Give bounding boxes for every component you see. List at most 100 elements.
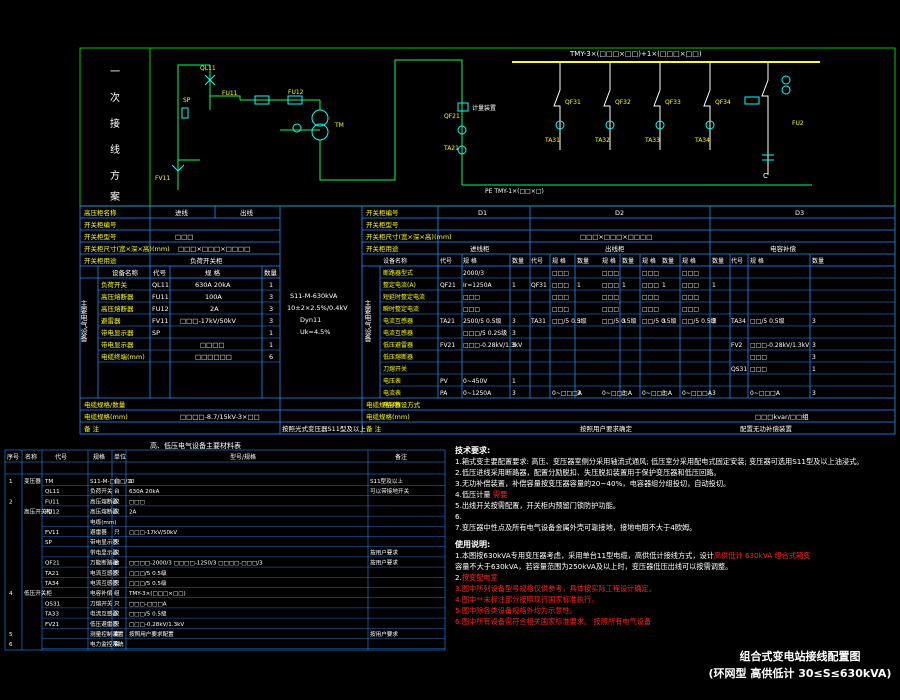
meter-box bbox=[457, 102, 469, 112]
bt-cell-9-3: 电流互感器 bbox=[90, 569, 118, 577]
lv-cell-10-6: 3 bbox=[577, 390, 581, 397]
bt-cell-8-2: QF21 bbox=[45, 561, 60, 567]
bt-head-1: 名称 bbox=[25, 453, 37, 461]
lv-subhead-3: 数量 bbox=[512, 257, 524, 265]
bt-cell-8-5: □□□□-2000/3 □□□□-1250/3 □□□□-□□□/3 bbox=[129, 561, 263, 567]
hv-equip-h0: 设备名称 bbox=[112, 268, 139, 277]
lv-cell-6-0: 低压避雷器 bbox=[383, 341, 413, 349]
lv-side-label: 主要电气设备 bbox=[364, 299, 372, 343]
fu12-label: FU12 bbox=[288, 89, 304, 96]
bt-head-4: 单位 bbox=[114, 453, 126, 461]
red-snippet-3: 按变配电室 bbox=[461, 573, 498, 582]
c-label: C bbox=[763, 172, 768, 180]
bottom-table-grid bbox=[4, 449, 446, 651]
usage-title: 使用说明: bbox=[455, 540, 491, 549]
ta31-label: TA31 bbox=[544, 137, 560, 144]
red-snippet-0: 高供低计 bbox=[713, 551, 743, 560]
hv-remark-label: 备 注 bbox=[84, 424, 100, 433]
lv-cell-9-0: 电压表 bbox=[383, 377, 401, 385]
lv-cell-1-3: 1 bbox=[512, 282, 516, 289]
bt-cell-11-1: 低压开关柜 bbox=[24, 589, 52, 597]
ta34-label: TA34 bbox=[694, 137, 710, 144]
usage-line-2: 容量不大于630kVA，若容量范围为250kVA及以上时，变压器低压出线可以按需… bbox=[455, 562, 733, 571]
lv-cell-2-11: □□□ bbox=[682, 294, 699, 301]
bt-head-5: 型号/规格 bbox=[230, 453, 256, 461]
lv-cable-row-label: 电缆规格(mm) bbox=[366, 412, 410, 421]
lv-remark-d3: 配置无功补偿装置 bbox=[740, 424, 793, 433]
lv-subhead-5: 规 格 bbox=[552, 257, 566, 265]
lv-cell-10-8: 3 bbox=[622, 390, 626, 397]
hv-table: 高压柜名称 进线 出线 开关柜编号 开关柜型号 □□□ 开关柜尺寸(宽×深×高)… bbox=[80, 208, 366, 433]
tm-spec-1: S11-M-630kVA bbox=[290, 292, 338, 300]
tm-winding-2 bbox=[311, 123, 329, 141]
hv-equip-3-code: FV11 bbox=[152, 317, 168, 325]
bottom-table-head: 序号 名称 代号 规格 单位 型号/规格 备注 bbox=[7, 453, 407, 461]
lv-cell-1-10: 1 bbox=[662, 282, 666, 289]
bt-cell-12-2: QS31 bbox=[45, 601, 61, 607]
hv-use-value: 负荷开关柜 bbox=[190, 256, 223, 265]
lv-cell-6-1: FV21 bbox=[440, 342, 455, 349]
usage-line-6: 5.图中除各类设备规格外均为示意性。 bbox=[455, 606, 577, 615]
lv-cable-row-d3: □□□kvar/□□组 bbox=[755, 412, 809, 421]
lv-cell-8-0: 刀熔开关 bbox=[383, 365, 407, 373]
bt-cell-3-4: 只 bbox=[114, 509, 120, 516]
lv-remark-label: 备 注 bbox=[366, 424, 382, 433]
red-snippet-4: 组合式箱变 bbox=[774, 551, 811, 560]
left-label-char-1: 一 bbox=[110, 67, 120, 78]
hv-equip-5-qty: 1 bbox=[269, 341, 273, 349]
fu11-label: FU11 bbox=[222, 90, 238, 97]
lv-cell-6-2: □□□-0.28kV/1.3kV bbox=[463, 342, 523, 349]
lv-labels: QF31 QF32 QF33 QF34 TA31 TA32 TA33 TA34 … bbox=[544, 99, 804, 180]
lv-cell-9-1: PV bbox=[440, 378, 449, 385]
lv-cell-4-2: 2500/5 0.5级 bbox=[463, 317, 502, 325]
bt-cell-6-4: 只 bbox=[114, 539, 120, 546]
capacitor-symbol bbox=[762, 154, 774, 161]
bt-cell-1-3: 负荷开关 bbox=[90, 487, 113, 495]
meter-label: 计量装置 bbox=[472, 104, 496, 112]
lv-cell-1-1: QF21 bbox=[440, 282, 456, 289]
bt-cell-14-5: □□□-0.28kV/1.3kV bbox=[129, 622, 184, 628]
usage-line-1: 1.本图按630kVA专用变压器考虑，采用单台11型电缆，高供低计接线方式，设计… bbox=[455, 551, 811, 560]
bt-cell-1-2: QL11 bbox=[45, 489, 60, 495]
title-block: 组合式变电站接线配置图 (环网型 高供低计 30≤S≤630kVA) bbox=[700, 648, 900, 682]
hv-equip-1-qty: 3 bbox=[269, 293, 273, 301]
lv-cell-4-8: 3 bbox=[622, 318, 626, 325]
hv-equip-5-spec: □□□□ bbox=[200, 341, 225, 349]
lv-subhead-9: 规 格 bbox=[642, 257, 656, 265]
bt-cell-10-2: TA34 bbox=[44, 581, 59, 587]
bt-cell-3-5: 2A bbox=[129, 510, 137, 516]
tm-winding-1 bbox=[311, 109, 329, 127]
lv-cell-4-4: TA31 bbox=[530, 318, 546, 325]
bt-cell-2-4: 只 bbox=[114, 498, 120, 505]
left-label-char-3: 接 bbox=[110, 117, 120, 130]
left-label-char-6: 案 bbox=[110, 190, 120, 203]
hv-equip-1-code: FU11 bbox=[152, 293, 169, 301]
tech-line-2: 2.低压进线采用断路器，配置分励脱扣、失压脱扣装置用于保护变压器和低压回路。 bbox=[455, 468, 721, 477]
qs11-label: QL11 bbox=[200, 65, 216, 72]
bt-cell-0-1: 变压器 bbox=[24, 477, 41, 485]
lv-cell-3-11: □□□ bbox=[682, 306, 699, 313]
bt-cell-0-4: 台 bbox=[114, 477, 120, 485]
lv-cell-1-0: 整定电流(A) bbox=[383, 281, 416, 289]
lv-cell-7-15: 3 bbox=[812, 354, 816, 361]
usage-line-3: 2.按变配电室 bbox=[455, 573, 498, 582]
hv-equip-6-name: 电缆终端(mm) bbox=[101, 352, 145, 361]
hv-row-size: 开关柜尺寸(宽×深×高)(mm) bbox=[84, 244, 170, 253]
bottom-table-title: 高、低压电气设备主要材料表 bbox=[150, 441, 241, 450]
bt-cell-0-3: S11-M-□□□/10 bbox=[90, 479, 135, 485]
bt-cell-12-3: 刀熔开关 bbox=[90, 599, 113, 607]
equip-row-lines bbox=[98, 277, 895, 387]
left-label-char-2: 次 bbox=[110, 91, 120, 104]
red-snippet-5: 按照 bbox=[593, 617, 608, 626]
lv-cell-9-2: 0~450V bbox=[463, 378, 488, 385]
bt-cell-14-4: 只 bbox=[114, 621, 120, 628]
ta32-label: TA32 bbox=[594, 137, 610, 144]
bt-cell-6-2: SP bbox=[45, 540, 53, 546]
lv-cell-3-5: □□□ bbox=[552, 306, 569, 313]
tech-line-6: 6. bbox=[455, 512, 462, 521]
lv-cell-4-14: □□/5 0.5级 bbox=[750, 317, 785, 325]
tm-spec-2: 10±2×2.5%/0.4kV bbox=[287, 304, 348, 312]
hv-equip-h2: 规 格 bbox=[205, 268, 221, 277]
fu11-symbol bbox=[254, 95, 270, 105]
tech-line-1: 1.箱式变主要配置要求: 高压、变压器室侧分采用轴流式通风; 低压室分采用配电式… bbox=[455, 457, 864, 466]
